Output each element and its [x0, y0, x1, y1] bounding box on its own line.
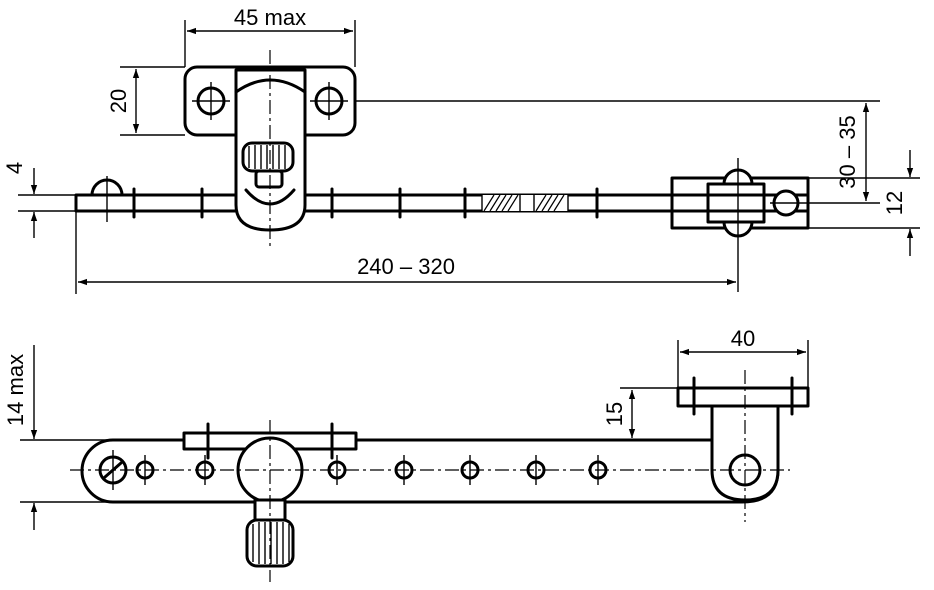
dim-12: 12 [808, 150, 920, 256]
top-view: 45 max 20 4 240 – 320 30 – 3 [2, 5, 920, 294]
top-thumb-screw [241, 141, 295, 189]
top-end-fitting [670, 158, 812, 292]
dim-label-top-width: 45 max [234, 5, 306, 30]
dim-label-bracket-width: 40 [731, 326, 755, 351]
dim-label-offset: 30 – 35 [835, 115, 860, 188]
dim-20: 20 [106, 66, 185, 136]
dim-length: 240 – 320 [75, 211, 736, 294]
bottom-view: 40 15 14 max [3, 326, 810, 582]
bar-hole-ticks [132, 187, 599, 219]
dim-45max: 45 max [184, 5, 356, 67]
side-top-bracket [676, 386, 810, 408]
dim-40: 40 [677, 326, 809, 388]
dim-label-top-height: 20 [106, 89, 131, 113]
dim-label-bracket-height: 15 [602, 402, 627, 426]
dim-label-thickness: 4 [2, 162, 27, 174]
dim-label-length: 240 – 320 [357, 254, 455, 279]
hatched-section [481, 194, 569, 212]
top-stay-bar [74, 193, 674, 213]
dim-14max: 14 max [3, 345, 113, 530]
hole-centerlines [112, 450, 599, 490]
dim-offset: 30 – 35 [355, 100, 880, 204]
dim-4: 4 [2, 162, 76, 238]
dim-label-end-width: 12 [882, 191, 907, 215]
dim-label-total-height: 14 max [3, 354, 28, 426]
dim-15: 15 [602, 387, 712, 441]
side-thumb-screw [245, 498, 295, 568]
